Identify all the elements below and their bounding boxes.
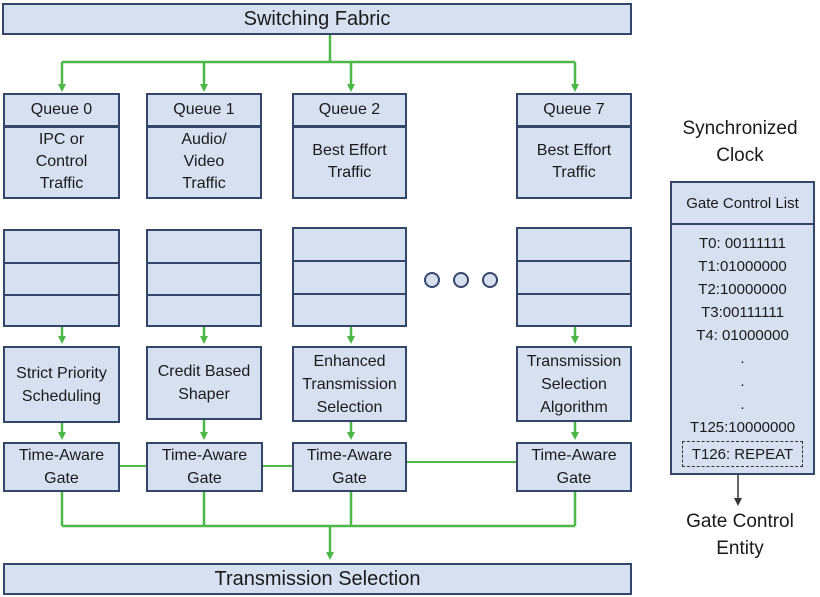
ellipsis-dot xyxy=(424,272,440,288)
algorithm-to-gate-arrows xyxy=(58,420,579,440)
queue-box-0: Queue 0 IPC or Control Traffic xyxy=(3,93,120,199)
queue-traffic-label: Best Effort Traffic xyxy=(536,142,612,181)
queue-buffer-0 xyxy=(3,229,120,327)
algorithm-label: Credit Based Shaper xyxy=(157,363,251,403)
time-aware-gate-1: Time-Aware Gate xyxy=(146,442,263,492)
gcl-entry: T4: 01000000 xyxy=(696,327,789,344)
switching-fabric-label: Switching Fabric xyxy=(243,7,391,30)
strict-priority-scheduling-box: Strict Priority Scheduling xyxy=(3,346,120,423)
gate-label: Time-Aware Gate xyxy=(531,447,617,487)
gate-label: Time-Aware Gate xyxy=(306,447,393,487)
queue-buffer-7 xyxy=(516,227,632,327)
switching-fabric-bar: Switching Fabric xyxy=(2,3,632,35)
gate-to-output-lines xyxy=(60,492,577,560)
gate-interconnect-lines xyxy=(120,461,516,467)
queue-header: Queue 0 xyxy=(5,95,118,128)
gate-label: Time-Aware Gate xyxy=(161,447,248,487)
transmission-selection-bar: Transmission Selection xyxy=(3,563,632,595)
gate-control-entity-label: Gate Control Entity xyxy=(686,511,794,559)
time-aware-gate-0: Time-Aware Gate xyxy=(3,442,120,492)
queue-box-1: Queue 1 Audio/ Video Traffic xyxy=(146,93,262,199)
time-aware-gate-7: Time-Aware Gate xyxy=(516,442,632,492)
gcl-entry: . xyxy=(740,350,745,367)
fabric-distribution-lines xyxy=(58,34,579,92)
gcl-entry: T2:10000000 xyxy=(698,281,787,298)
gate-control-list-title: Gate Control List xyxy=(672,183,813,225)
credit-based-shaper-box: Credit Based Shaper xyxy=(146,346,262,420)
queue-box-7: Queue 7 Best Effort Traffic xyxy=(516,93,632,199)
gcl-entry: . xyxy=(740,396,745,413)
queue-header: Queue 7 xyxy=(518,95,630,128)
gcl-entry: T3:00111111 xyxy=(701,304,784,321)
queue-buffer-2 xyxy=(292,227,407,327)
time-aware-gate-2: Time-Aware Gate xyxy=(292,442,407,492)
ellipsis-dot xyxy=(482,272,498,288)
queue-header: Queue 2 xyxy=(294,95,405,128)
buffer-to-algorithm-arrows xyxy=(58,327,579,344)
transmission-selection-algorithm-box: Transmission Selection Algorithm xyxy=(516,346,632,422)
queue-buffer-1 xyxy=(146,229,262,327)
algorithm-label: Strict Priority Scheduling xyxy=(16,364,107,405)
algorithm-label: Enhanced Transmission Selection xyxy=(302,352,397,416)
gate-control-list: Gate Control List T0: 00111111 T1:010000… xyxy=(670,181,815,475)
queue-box-2: Queue 2 Best Effort Traffic xyxy=(292,93,407,199)
gcl-repeat-entry: T126: REPEAT xyxy=(682,441,803,467)
queue-traffic-label: Audio/ Video Traffic xyxy=(181,131,227,192)
gcl-entry: . xyxy=(740,373,745,390)
gcl-entry: T0: 00111111 xyxy=(698,235,786,252)
algorithm-label: Transmission Selection Algorithm xyxy=(526,352,622,416)
transmission-selection-label: Transmission Selection xyxy=(214,567,421,590)
synchronized-clock-label: Synchronized Clock xyxy=(682,118,798,166)
ellipsis-dot xyxy=(453,272,469,288)
queue-traffic-label: IPC or Control Traffic xyxy=(35,131,88,192)
gcl-entry: T125:10000000 xyxy=(689,419,796,436)
gate-label: Time-Aware Gate xyxy=(18,447,105,487)
queue-header: Queue 1 xyxy=(148,95,260,128)
queue-traffic-label: Best Effort Traffic xyxy=(312,142,387,181)
enhanced-transmission-selection-box: Enhanced Transmission Selection xyxy=(292,346,407,422)
gcl-entry: T1:01000000 xyxy=(698,258,787,275)
